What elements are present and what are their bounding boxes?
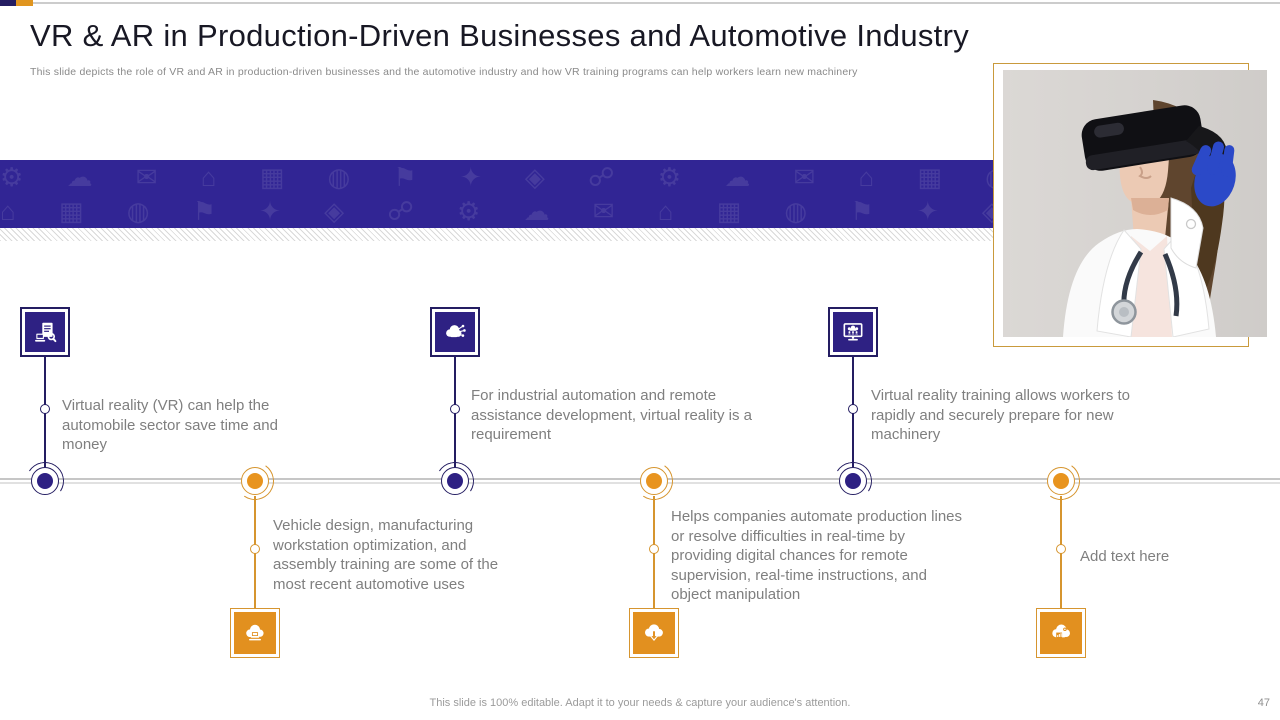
timeline-icon-box	[20, 307, 70, 357]
timeline-icon-box	[629, 608, 679, 658]
cloud-network-icon	[435, 312, 475, 352]
connector-ring	[848, 404, 858, 414]
timeline-item-text: Helps companies automate production line…	[671, 508, 962, 603]
icon-pattern-banner: ⚙ ☁ ✉ ⌂ ▦ ◍ ⚑ ✦ ◈ ☍ ⚙ ☁ ✉ ⌂ ▦ ◍ ⚑ ✦ ◈ ☍ …	[0, 160, 993, 228]
document-search-icon	[25, 312, 65, 352]
connector-ring	[1056, 544, 1066, 554]
cloud-download-icon	[633, 612, 675, 654]
banner-pattern-row: ⚙ ☁ ✉ ⌂ ▦ ◍ ⚑ ✦ ◈ ☍ ⚙ ☁ ✉ ⌂ ▦ ◍ ⚑ ✦ ◈ ☍ …	[0, 162, 993, 192]
timeline-item-text: Virtual reality (VR) can help the automo…	[62, 397, 278, 453]
cloud-laptop-icon	[234, 612, 276, 654]
timeline-item-text: For industrial automation and remote ass…	[471, 387, 752, 443]
monitor-training-icon	[833, 312, 873, 352]
timeline-icon-box	[430, 307, 480, 357]
connector-ring	[250, 544, 260, 554]
top-accent-orange	[16, 0, 33, 6]
footer-note: This slide is 100% editable. Adapt it to…	[429, 697, 851, 709]
timeline-node	[1038, 458, 1084, 504]
hatch-strip	[0, 228, 993, 241]
timeline-item-text: Vehicle design, manufacturing workstatio…	[273, 517, 499, 593]
timeline-icon-box	[828, 307, 878, 357]
connector-ring	[40, 404, 50, 414]
timeline-node	[432, 458, 478, 504]
timeline-node	[232, 458, 278, 504]
page-title: VR & AR in Production-Driven Businesses …	[30, 18, 970, 53]
top-accent-navy	[0, 0, 16, 6]
timeline-node	[830, 458, 876, 504]
connector-ring	[450, 404, 460, 414]
vr-headset-person-photo	[1003, 70, 1267, 338]
banner-pattern-row: ⌂ ▦ ◍ ⚑ ✦ ◈ ☍ ⚙ ☁ ✉ ⌂ ▦ ◍ ⚑ ✦ ◈ ☍ ⚙ ☁ ✉ …	[0, 196, 993, 226]
timeline-icon-box	[230, 608, 280, 658]
top-divider-line	[0, 2, 1280, 4]
page-number: 47	[1257, 697, 1270, 709]
timeline-node	[631, 458, 677, 504]
timeline-node	[22, 458, 68, 504]
timeline-icon-box	[1036, 608, 1086, 658]
cloud-analytics-icon	[1040, 612, 1082, 654]
timeline-item-text: Virtual reality training allows workers …	[871, 387, 1130, 443]
page-subtitle: This slide depicts the role of VR and AR…	[30, 66, 858, 78]
timeline-item-text: Add text here	[1080, 548, 1170, 565]
connector-ring	[649, 544, 659, 554]
